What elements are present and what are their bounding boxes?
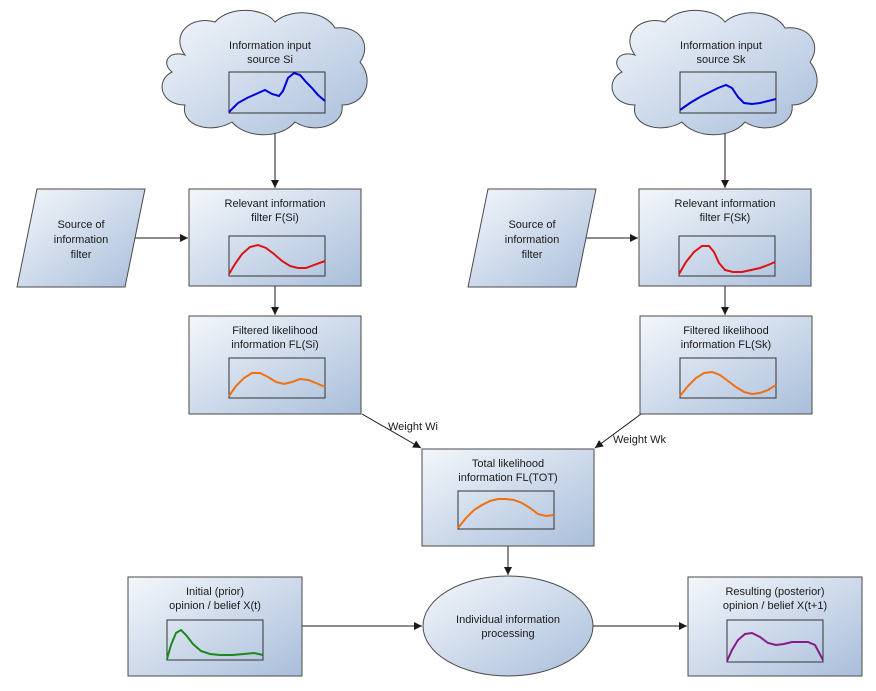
filtered-left-line-2: information FL(Si)	[231, 339, 318, 351]
cloud-left-graph-frame	[228, 71, 326, 114]
filtered-likelihood-left: Filtered likelihood information FL(Si)	[188, 315, 362, 415]
prior-graph-frame	[166, 619, 264, 661]
total-graph-frame	[457, 490, 555, 530]
filtered-right-graph-frame	[679, 357, 777, 399]
prior-line-2: opinion / belief X(t)	[169, 600, 261, 612]
filter-source-left-line-1: Source of	[57, 219, 105, 231]
cloud-input-source-si: Information input source Si	[161, 9, 368, 136]
relevant-filter-left: Relevant information filter F(Si)	[188, 188, 362, 287]
posterior-curve	[726, 631, 824, 662]
prior-curve	[166, 628, 264, 660]
input-curve-si	[228, 71, 326, 113]
relevant-right-line-2: filter F(Sk)	[700, 212, 751, 224]
weight-wk-label: Weight Wk	[613, 434, 666, 446]
filtered-likelihood-right: Filtered likelihood information FL(Sk)	[639, 315, 813, 415]
filter-source-right-line-2: information	[505, 234, 559, 246]
relevant-right-line-1: Relevant information	[675, 198, 776, 210]
posterior-belief: Resulting (posterior) opinion / belief X…	[687, 576, 863, 677]
relevant-right-graph-frame	[678, 235, 776, 277]
likelihood-curve-total	[457, 498, 555, 529]
total-line-2: information FL(TOT)	[458, 472, 557, 484]
filter-source-left-line-2: information	[54, 234, 108, 246]
cloud-right-graph-frame	[679, 71, 777, 114]
likelihood-curve-sk	[679, 370, 777, 397]
relevant-left-line-2: filter F(Si)	[251, 212, 299, 224]
filter-source-left-line-3: filter	[71, 249, 92, 261]
filtered-right-line-1: Filtered likelihood	[683, 325, 769, 337]
cloud-input-source-sk: Information input source Sk	[611, 9, 818, 136]
total-line-1: Total likelihood	[472, 458, 544, 470]
filter-source-left: Source of information filter	[16, 188, 146, 288]
prior-line-1: Initial (prior)	[186, 586, 244, 598]
processing-line-1: Individual information	[456, 614, 560, 626]
relevant-left-graph-frame	[228, 235, 326, 277]
filter-curve-si	[228, 243, 326, 275]
cloud-right-line-2: source Sk	[697, 54, 746, 66]
filtered-right-line-2: information FL(Sk)	[681, 339, 771, 351]
prior-belief: Initial (prior) opinion / belief X(t)	[127, 576, 303, 677]
information-processing: Individual information processing	[422, 575, 594, 677]
filtered-left-line-1: Filtered likelihood	[232, 325, 318, 337]
cloud-left-line-2: source Si	[247, 54, 293, 66]
weight-wi-label: Weight Wi	[388, 421, 438, 433]
posterior-line-1: Resulting (posterior)	[725, 586, 824, 598]
cloud-right-line-1: Information input	[680, 40, 762, 52]
relevant-filter-right: Relevant information filter F(Sk)	[638, 188, 812, 287]
cloud-left-line-1: Information input	[229, 40, 311, 52]
relevant-left-line-1: Relevant information	[225, 198, 326, 210]
posterior-line-2: opinion / belief X(t+1)	[723, 600, 827, 612]
total-likelihood: Total likelihood information FL(TOT)	[421, 448, 595, 547]
filter-source-right-line-1: Source of	[508, 219, 556, 231]
filter-curve-sk	[678, 245, 776, 275]
edge-filtered-left-to-total	[361, 413, 422, 449]
filtered-left-graph-frame	[228, 357, 326, 399]
processing-line-2: processing	[481, 628, 534, 640]
likelihood-curve-si	[228, 372, 326, 397]
edge-filtered-right-to-total	[594, 413, 642, 449]
filter-source-right-line-3: filter	[522, 249, 543, 261]
input-curve-sk	[679, 83, 777, 111]
filter-source-right: Source of information filter	[467, 188, 597, 288]
posterior-graph-frame	[726, 619, 824, 663]
